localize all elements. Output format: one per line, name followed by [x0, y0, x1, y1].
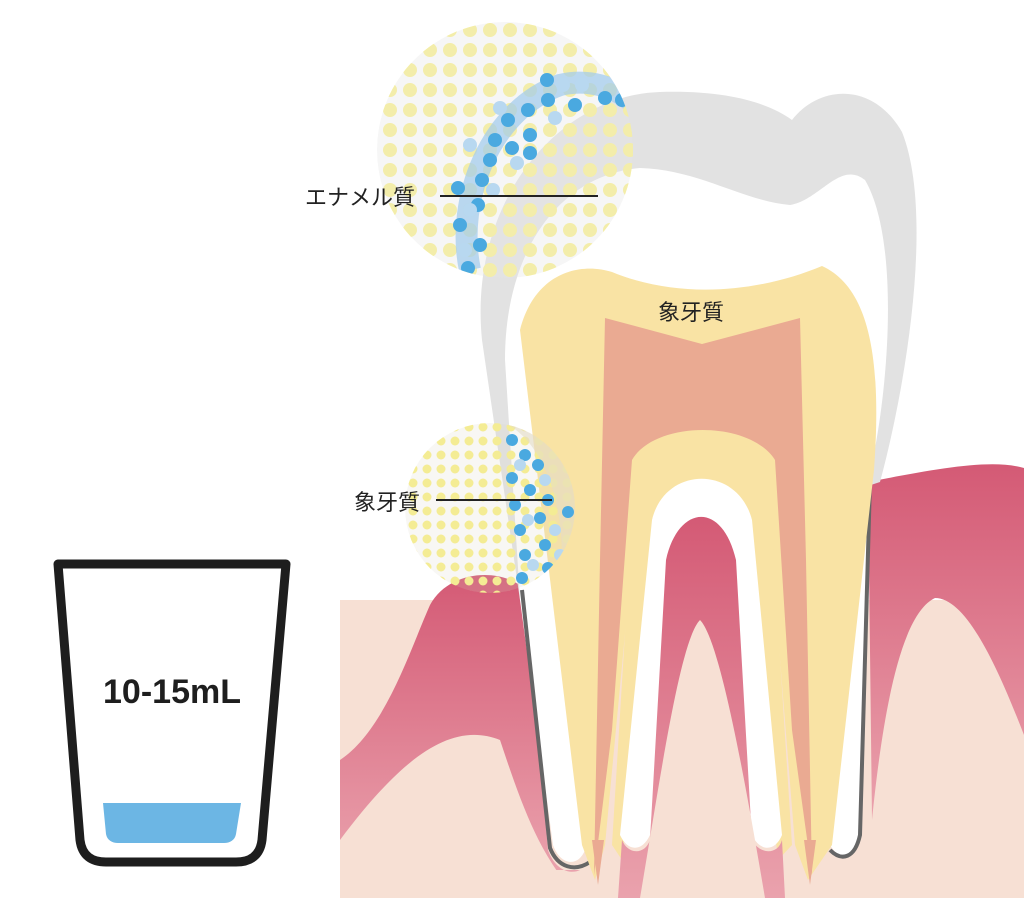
- gum-right: [868, 464, 1024, 820]
- root-tip-left: [592, 840, 604, 885]
- bone-left: [340, 734, 580, 898]
- measuring-cup: 10-15mL: [53, 559, 291, 867]
- bone-interroot: [640, 620, 765, 898]
- cup-outline: [53, 559, 291, 867]
- pulp: [594, 318, 812, 875]
- label-dentin-inside: 象牙質: [658, 301, 724, 326]
- root-outline-right: [828, 481, 872, 859]
- root-outline-left: [520, 589, 592, 870]
- cup-liquid: [103, 803, 241, 843]
- dentin-magnifier: [405, 423, 575, 593]
- label-enamel: エナメル質: [305, 186, 415, 211]
- root-gap: [620, 478, 782, 848]
- enamel-magnifier: [377, 22, 633, 278]
- label-dentin-callout: 象牙質: [354, 491, 420, 516]
- root-tip-right: [804, 840, 816, 885]
- cup-volume-label: 10-15mL: [103, 673, 241, 711]
